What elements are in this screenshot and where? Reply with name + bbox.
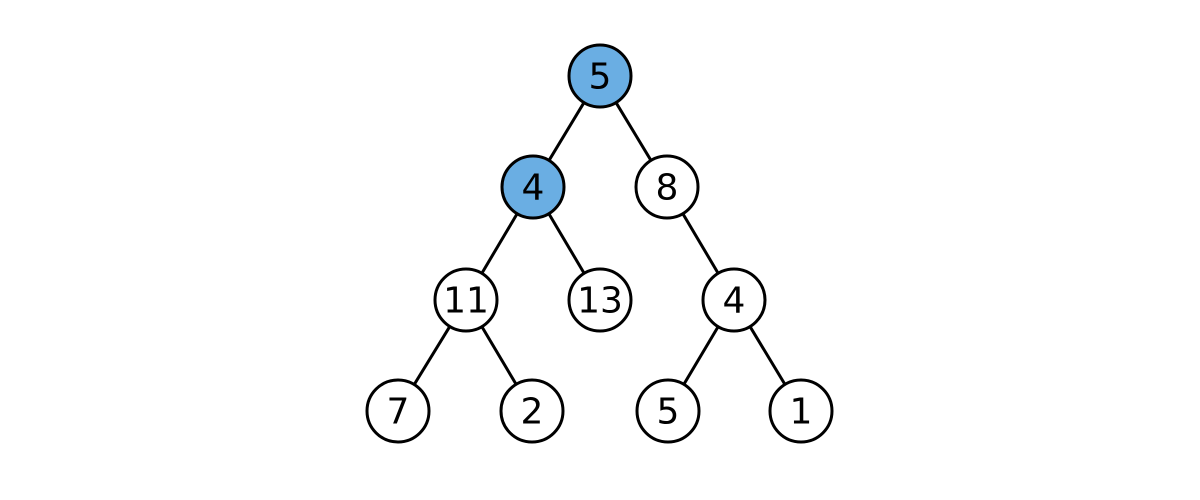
tree-node-highlighted: 5 — [567, 43, 633, 109]
node-circle — [635, 378, 701, 444]
tree-node: 4 — [701, 267, 767, 333]
node-value: 4 — [723, 281, 746, 322]
node-value: 8 — [656, 168, 679, 209]
node-circle — [634, 154, 700, 220]
tree-node: 1 — [768, 378, 834, 444]
tree-edge — [748, 325, 787, 386]
tree-edge — [480, 325, 518, 386]
tree-edges — [412, 101, 787, 386]
tree-node: 8 — [634, 154, 700, 220]
node-circle — [499, 378, 565, 444]
node-value: 11 — [443, 281, 489, 322]
tree-nodes: 5 4 8 11 13 4 7 2 5 1 — [365, 43, 834, 444]
node-value: 2 — [521, 392, 544, 433]
tree-edge — [547, 101, 586, 162]
node-value: 7 — [387, 392, 410, 433]
tree-node-highlighted: 4 — [500, 154, 566, 220]
tree-edge — [614, 101, 653, 162]
tree-edge — [480, 212, 519, 275]
tree-node: 5 — [635, 378, 701, 444]
node-value: 5 — [657, 392, 680, 433]
node-circle — [567, 43, 633, 109]
node-circle — [567, 267, 633, 333]
tree-node: 11 — [433, 267, 499, 333]
tree-edge — [682, 325, 720, 386]
node-value: 5 — [589, 57, 612, 98]
node-circle — [365, 378, 431, 444]
node-circle — [500, 154, 566, 220]
tree-edge — [547, 212, 586, 275]
node-circle — [701, 267, 767, 333]
tree-edge — [681, 212, 720, 275]
node-value: 4 — [522, 168, 545, 209]
tree-node: 2 — [499, 378, 565, 444]
node-circle — [433, 267, 499, 333]
node-circle — [768, 378, 834, 444]
node-value: 13 — [577, 281, 623, 322]
tree-edge — [412, 325, 452, 386]
tree-node: 13 — [567, 267, 633, 333]
node-value: 1 — [790, 392, 813, 433]
tree-node: 7 — [365, 378, 431, 444]
